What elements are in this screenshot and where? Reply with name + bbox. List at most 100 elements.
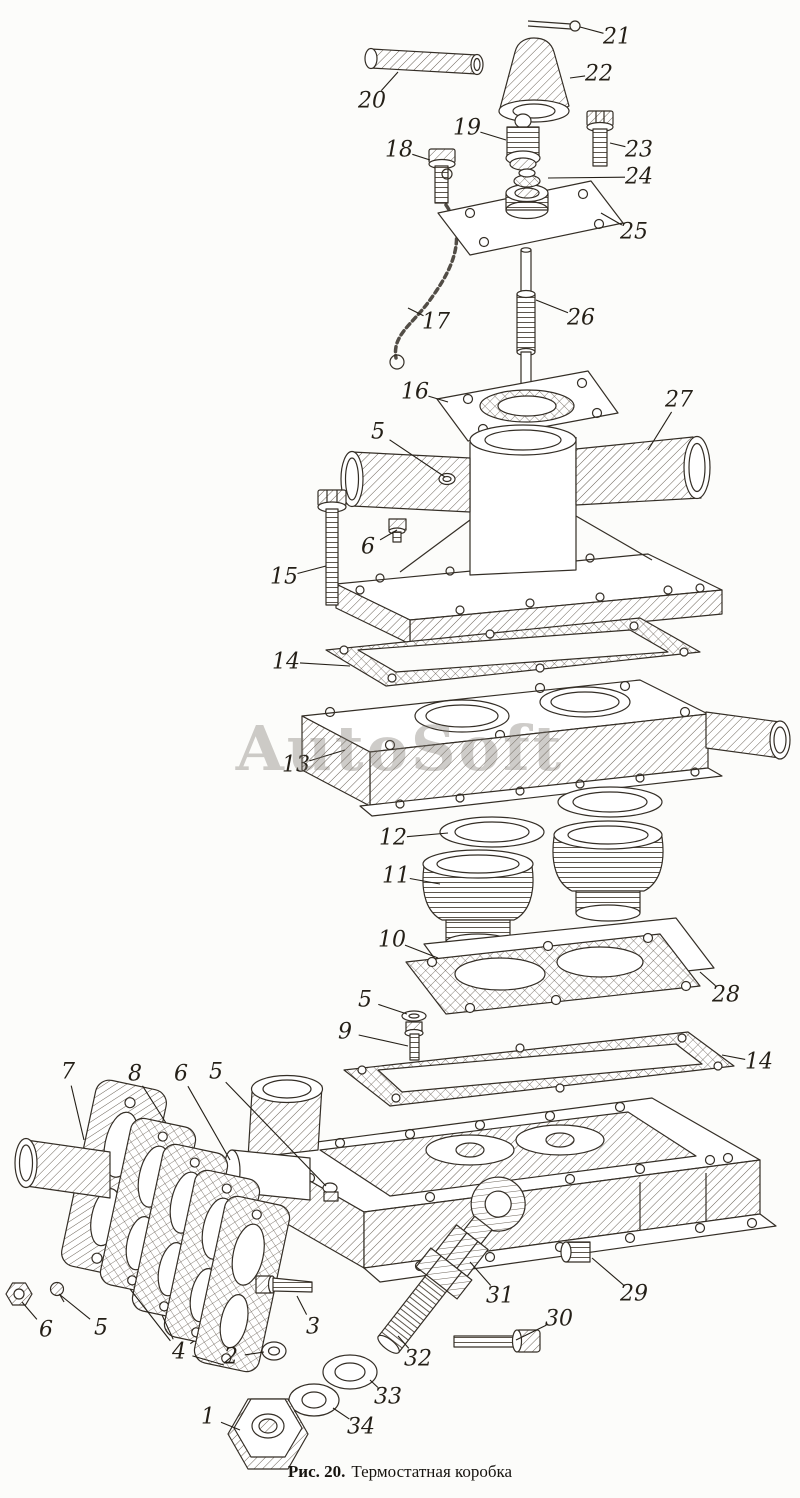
callout-20: 20 bbox=[357, 89, 386, 114]
part-plug-29 bbox=[560, 1241, 591, 1263]
leader-line-10 bbox=[404, 944, 439, 959]
leader-line-31 bbox=[469, 1261, 492, 1286]
leader-line-16 bbox=[428, 395, 449, 403]
part-nut-6 bbox=[5, 1282, 33, 1306]
leader-line-18 bbox=[412, 153, 431, 161]
part-cover-plate bbox=[437, 168, 624, 256]
part-bolt-6 bbox=[388, 518, 407, 543]
part-body-13 bbox=[301, 679, 791, 817]
leader-line-5 bbox=[225, 1081, 327, 1187]
callout-13: 13 bbox=[282, 753, 310, 778]
callout-32: 32 bbox=[404, 1347, 432, 1372]
part-bolt-5-neck bbox=[322, 1182, 339, 1202]
leader-line-33 bbox=[369, 1379, 379, 1388]
leader-line-17 bbox=[407, 307, 424, 317]
leader-line-29 bbox=[591, 1257, 624, 1286]
leader-line-26 bbox=[535, 299, 569, 314]
callout-7: 7 bbox=[61, 1060, 75, 1085]
leader-line-13 bbox=[309, 749, 346, 762]
callout-14: 14 bbox=[745, 1050, 773, 1075]
leader-line-21 bbox=[579, 26, 604, 34]
leader-line-27 bbox=[647, 411, 673, 451]
part-pipe-20 bbox=[364, 47, 484, 76]
callout-30: 30 bbox=[545, 1307, 573, 1332]
part-drain-cock bbox=[377, 1176, 526, 1354]
leader-line-14 bbox=[299, 662, 351, 667]
callout-25: 25 bbox=[619, 220, 648, 245]
leader-line-8 bbox=[142, 1085, 167, 1124]
part-bolt-18 bbox=[428, 148, 456, 204]
figure-number: Рис. 20. bbox=[287, 1462, 346, 1481]
leader-line-4 bbox=[192, 1355, 225, 1366]
leader-line-4 bbox=[189, 1340, 195, 1345]
figure-caption: Рис. 20.Термостатная коробка bbox=[0, 1462, 800, 1482]
leader-line-9 bbox=[358, 1034, 409, 1047]
part-filler-neck bbox=[247, 1074, 324, 1159]
callout-27: 27 bbox=[664, 388, 693, 413]
part-gasket-14-lower bbox=[343, 1031, 735, 1107]
part-upper-housing bbox=[335, 424, 723, 645]
callout-19: 19 bbox=[453, 116, 481, 141]
part-cotter-pin bbox=[527, 20, 581, 32]
part-gasket-10 bbox=[405, 932, 701, 1015]
part-gasket-14-upper bbox=[325, 617, 701, 687]
part-stud-15 bbox=[317, 489, 347, 606]
leader-line-12 bbox=[406, 832, 449, 838]
part-ball-5 bbox=[49, 1281, 65, 1303]
leader-line-32 bbox=[397, 1335, 410, 1349]
part-top-plate bbox=[436, 370, 619, 442]
callout-18: 18 bbox=[385, 138, 413, 163]
callout-12: 12 bbox=[379, 826, 407, 851]
leader-line-4 bbox=[161, 1314, 174, 1340]
leader-line-30 bbox=[515, 1324, 547, 1341]
leader-line-11 bbox=[409, 877, 441, 885]
leader-line-7 bbox=[70, 1085, 85, 1141]
leader-line-5 bbox=[389, 439, 446, 478]
part-gland-24 bbox=[505, 168, 549, 220]
leader-line-3 bbox=[296, 1295, 308, 1315]
leader-line-1 bbox=[220, 1421, 241, 1431]
callout-10: 10 bbox=[378, 928, 406, 953]
leader-line-6 bbox=[187, 1085, 231, 1161]
callout-2: 2 bbox=[223, 1345, 238, 1370]
part-seal-ring-12-left bbox=[439, 816, 545, 848]
leader-line-34 bbox=[332, 1407, 350, 1420]
callout-28: 28 bbox=[711, 983, 740, 1008]
part-adjusting-screw bbox=[505, 113, 541, 171]
part-thermostat-11-right bbox=[552, 820, 664, 922]
callout-8: 8 bbox=[128, 1062, 142, 1087]
part-seal-ring-12-right bbox=[557, 786, 663, 818]
part-lower-housing bbox=[223, 1074, 777, 1283]
part-washer-2 bbox=[261, 1341, 287, 1361]
callout-26: 26 bbox=[566, 306, 595, 331]
part-valve-stem bbox=[516, 247, 536, 399]
leader-line-23 bbox=[609, 142, 626, 148]
callout-5: 5 bbox=[209, 1060, 223, 1085]
leader-line-24 bbox=[547, 176, 626, 179]
leader-line-5 bbox=[378, 1003, 408, 1015]
leader-line-14 bbox=[721, 1054, 746, 1060]
callout-9: 9 bbox=[338, 1020, 352, 1045]
callout-5: 5 bbox=[94, 1316, 108, 1341]
callout-34: 34 bbox=[347, 1415, 375, 1440]
callout-31: 31 bbox=[486, 1284, 514, 1309]
leader-line-6 bbox=[21, 1301, 38, 1320]
leader-line-15 bbox=[297, 565, 327, 575]
callout-17: 17 bbox=[422, 310, 450, 335]
callout-5: 5 bbox=[371, 420, 385, 445]
part-outlet-pipe-7 bbox=[14, 1137, 111, 1199]
leader-line-6 bbox=[379, 529, 398, 541]
leader-line-20 bbox=[380, 71, 399, 91]
callout-21: 21 bbox=[602, 25, 631, 50]
callout-3: 3 bbox=[306, 1315, 320, 1340]
callout-6: 6 bbox=[174, 1062, 188, 1087]
leader-line-22 bbox=[569, 75, 586, 79]
callout-5: 5 bbox=[358, 988, 372, 1013]
leader-line-28 bbox=[699, 971, 716, 987]
leader-line-4 bbox=[129, 1288, 171, 1342]
callout-6: 6 bbox=[39, 1318, 53, 1343]
callout-24: 24 bbox=[624, 165, 653, 190]
callout-29: 29 bbox=[619, 1282, 648, 1307]
